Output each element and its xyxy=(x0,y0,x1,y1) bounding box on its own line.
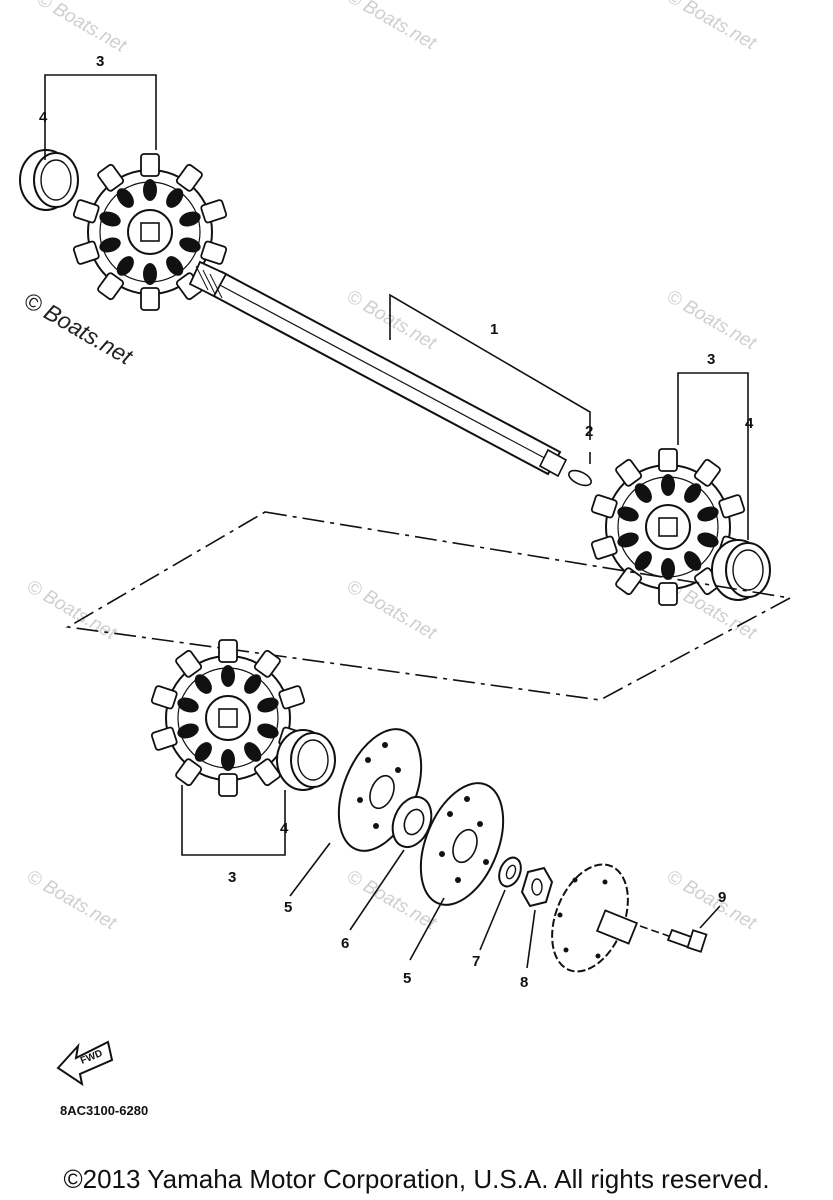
callout-3-right: 3 xyxy=(707,351,715,368)
callout-6: 6 xyxy=(341,935,349,952)
copyright-notice: ©2013 Yamaha Motor Corporation, U.S.A. A… xyxy=(63,1164,770,1194)
watermark: © Boats.net xyxy=(663,866,760,934)
ring-bushing-top-left xyxy=(19,149,79,211)
callout-2: 2 xyxy=(585,423,593,440)
callout-8: 8 xyxy=(520,974,528,991)
leader-lines-shaft xyxy=(389,293,591,464)
leader-lines-bottom-right xyxy=(289,842,721,969)
callout-4-bottom: 4 xyxy=(280,820,289,837)
watermark: © Boats.net xyxy=(663,286,760,354)
bearing-6 xyxy=(391,795,433,849)
watermark: © Boats.net xyxy=(343,0,440,54)
callout-4-right: 4 xyxy=(745,415,754,432)
watermark: © Boats.net xyxy=(343,576,440,644)
callout-9: 9 xyxy=(718,889,726,906)
assembly-outline xyxy=(65,511,793,701)
watermark-layer: © Boats.net xyxy=(33,0,130,57)
hub-flange xyxy=(551,863,639,973)
watermark: © Boats.net xyxy=(23,866,120,934)
leader-lines-top-left xyxy=(44,74,157,160)
nut-8 xyxy=(520,866,554,908)
watermark: © Boats.net xyxy=(33,0,130,57)
callout-3-top: 3 xyxy=(96,53,104,70)
watermark: © Boats.net xyxy=(663,0,760,54)
ring-bushing-bottom xyxy=(276,729,336,791)
watermark-prominent: © Boats.net xyxy=(20,287,139,371)
callout-5-front: 5 xyxy=(284,899,292,916)
callout-1: 1 xyxy=(490,321,498,338)
leader-lines-bottom-left xyxy=(181,785,286,856)
washer-7 xyxy=(498,856,522,888)
part-code: 8AC3100-6280 xyxy=(60,1103,148,1118)
drive-shaft xyxy=(188,260,568,478)
callout-5-rear: 5 xyxy=(403,970,411,987)
callout-4-top: 4 xyxy=(39,109,48,126)
callout-7: 7 xyxy=(472,953,480,970)
shaft-pin xyxy=(568,469,592,487)
bolt-9 xyxy=(639,925,708,953)
callout-3-bottom: 3 xyxy=(228,869,236,886)
ring-bushing-right xyxy=(711,539,771,601)
fwd-arrow-icon: FWD xyxy=(56,1040,114,1087)
plate-5-rear xyxy=(419,782,505,906)
watermark: © Boats.net xyxy=(23,576,120,644)
leader-lines-right xyxy=(677,372,749,540)
